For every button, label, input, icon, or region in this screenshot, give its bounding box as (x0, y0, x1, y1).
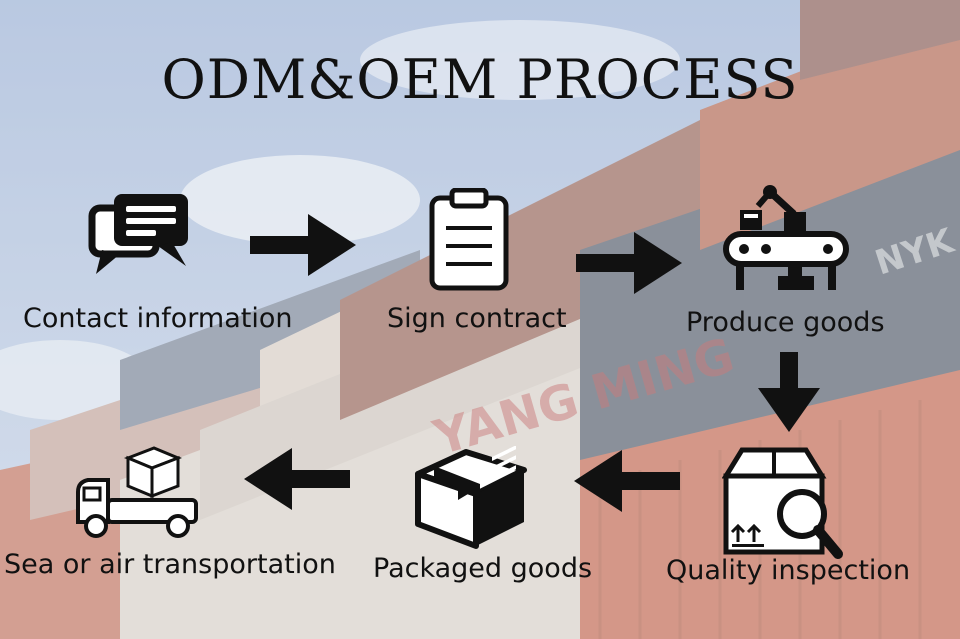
step-label-sign-contract: Sign contract (387, 303, 567, 334)
step-label-transportation: Sea or air transportation (4, 549, 336, 580)
step-label-contact: Contact information (23, 303, 293, 334)
arrow-right-icon (576, 232, 682, 294)
chat-bubbles-icon (88, 194, 188, 274)
step-label-packaged-goods: Packaged goods (373, 553, 593, 584)
delivery-truck-icon (76, 446, 198, 538)
arrow-right-icon (250, 214, 356, 276)
step-label-produce-goods: Produce goods (686, 307, 885, 338)
step-label-quality-inspection: Quality inspection (666, 555, 911, 586)
page-title: ODM&OEM PROCESS (161, 48, 799, 111)
arrow-down-icon (758, 352, 820, 432)
package-box-icon (415, 446, 527, 549)
arrow-left-icon (574, 450, 680, 512)
clipboard-icon (429, 188, 509, 291)
box-magnifier-icon (722, 447, 843, 559)
arrow-left-icon (244, 448, 350, 510)
robot-arm-conveyor-icon (723, 185, 849, 290)
